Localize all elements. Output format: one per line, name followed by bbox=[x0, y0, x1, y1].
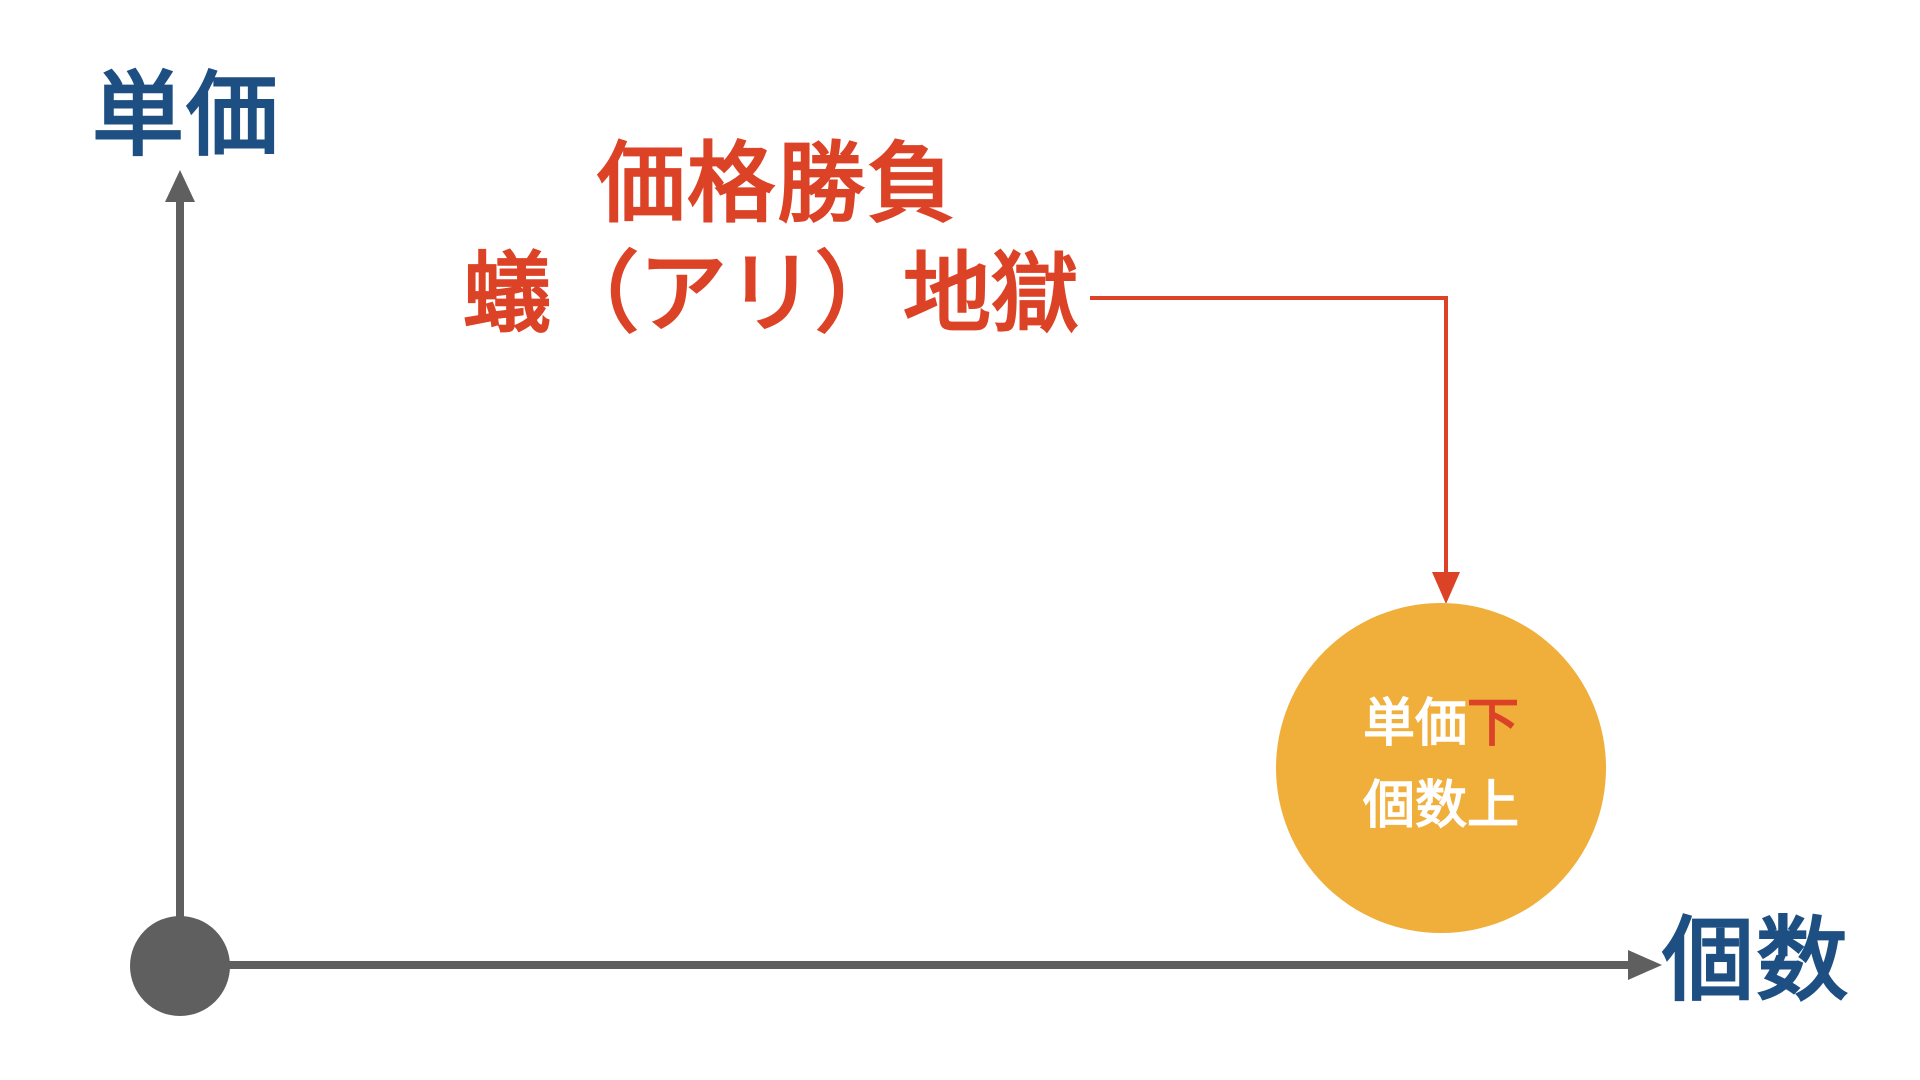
bubble-line-1: 単価下 bbox=[1363, 698, 1519, 750]
bubble-down-text: 下 bbox=[1467, 694, 1520, 754]
result-bubble: 単価下 個数上 bbox=[1276, 603, 1606, 933]
headline-line-1: 価格勝負 bbox=[597, 132, 958, 235]
x-axis-arrowhead bbox=[1628, 950, 1662, 980]
origin-dot bbox=[130, 916, 230, 1016]
y-axis-arrowhead bbox=[165, 170, 195, 202]
connector-arrowhead bbox=[1432, 572, 1460, 604]
connector-line bbox=[1090, 296, 1448, 574]
y-axis-label: 単価 bbox=[92, 62, 281, 169]
bubble-line-2: 個数上 bbox=[1362, 776, 1519, 836]
bubble-unit-price-text: 単価 bbox=[1362, 694, 1467, 754]
x-axis-label: 個数 bbox=[1662, 907, 1851, 1014]
headline-line-2: 蟻（アリ）地獄 bbox=[463, 242, 1080, 345]
